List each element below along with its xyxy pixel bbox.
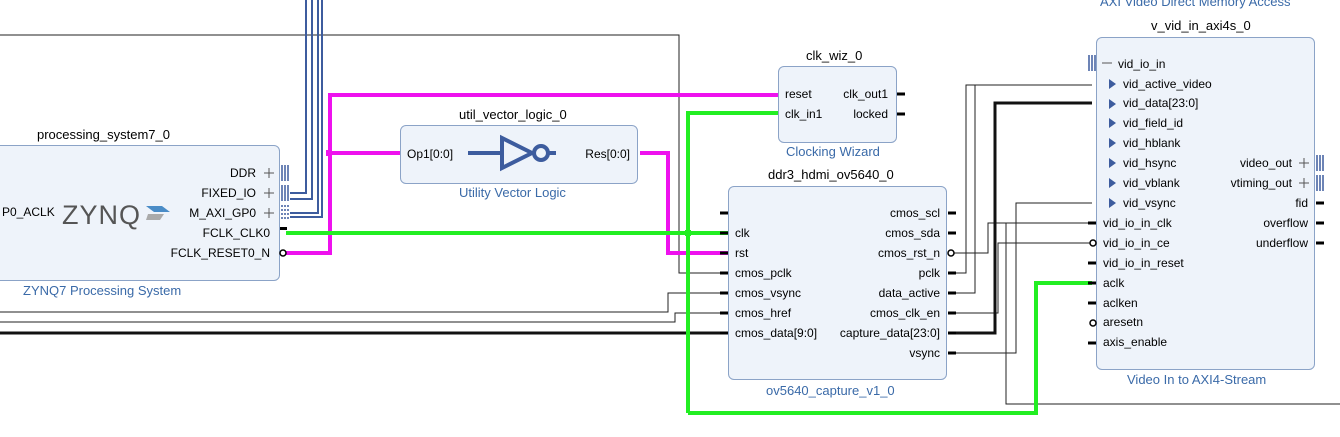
vidin-port-fid: fid: [1295, 196, 1308, 210]
bus-axi: [290, 0, 319, 214]
net-capture-data: [950, 101, 1092, 335]
clkwiz-instance-name: clk_wiz_0: [806, 48, 863, 63]
vidin-header-partial: AXI Video Direct Memory Access: [1100, 0, 1291, 9]
vidin-ip-name: Video In to AXI4-Stream: [1127, 372, 1267, 387]
vidin-instance-name: v_vid_in_axi4s_0: [1151, 18, 1251, 33]
net-util-to-rst: [640, 151, 728, 255]
vidin-left-pins: [1088, 221, 1097, 345]
vidin-port-vid-io-in: vid_io_in: [1118, 57, 1166, 71]
vidin-port-aresetn: aresetn: [1103, 315, 1144, 329]
expand-plus-icon[interactable]: [263, 166, 275, 226]
ov5640-instance-name: ddr3_hdmi_ov5640_0: [768, 167, 894, 182]
vidin-port-underflow: underflow: [1255, 236, 1308, 250]
vidin-sub-vid-field-id: vid_field_id: [1123, 116, 1184, 130]
ov5640-port-vsync: vsync: [909, 346, 940, 360]
ps7-port-ddr: DDR: [230, 166, 256, 180]
vidin-port-vtiming-out: vtiming_out: [1230, 176, 1292, 190]
vidin-port-vid-io-in-reset: vid_io_in_reset: [1103, 256, 1184, 270]
ov5640-port-data-active: data_active: [878, 286, 940, 300]
vidin-bus-icon[interactable]: [1087, 55, 1101, 73]
clkwiz-port-clk-in1: clk_in1: [785, 107, 823, 121]
ov5640-port-rst: rst: [735, 246, 749, 260]
ov5640-pins: [720, 211, 956, 355]
net-aclk: [688, 281, 1092, 415]
vidin-port-axis-enable: axis_enable: [1103, 335, 1168, 349]
vidin-port-aclken: aclken: [1103, 296, 1138, 310]
net-outline-top: [0, 34, 728, 274]
ov5640-block[interactable]: [728, 186, 947, 380]
ov5640-port-capture-data: capture_data[23:0]: [839, 326, 940, 340]
ps7-port-fclk-reset0-n: FCLK_RESET0_N: [170, 246, 270, 260]
ps7-instance-name: processing_system7_0: [37, 127, 170, 142]
util-port-op1: Op1[0:0]: [407, 147, 454, 161]
ps7-block[interactable]: [0, 145, 280, 281]
net-clk-to-wiz: [686, 111, 778, 413]
ps7-ip-name: ZYNQ7 Processing System: [23, 283, 182, 298]
inverted-port-icon: [279, 249, 287, 257]
clkwiz-port-reset: reset: [785, 87, 812, 101]
ov5640-port-clk: clk: [735, 226, 750, 240]
port-arrow-icon: [1109, 79, 1116, 208]
ov5640-port-cmos-vsync: cmos_vsync: [735, 286, 802, 300]
clkwiz-ip-name: Clocking Wizard: [786, 144, 880, 159]
net-fclk-reset: [286, 93, 778, 255]
vidin-block[interactable]: [1096, 37, 1315, 370]
ps7-port-m-axi-gp0: M_AXI_GP0: [189, 206, 256, 220]
ps7-port-fclk-clk0: FCLK_CLK0: [202, 226, 270, 240]
clkwiz-port-locked: locked: [853, 107, 888, 121]
ps7-pin-clk: [280, 227, 287, 230]
net-cmos-href: [0, 312, 728, 323]
net-clk-en-to-ce: [950, 242, 1092, 314]
ov5640-port-cmos-pclk: cmos_pclk: [735, 266, 792, 280]
net-cmos-vsync: [0, 292, 728, 313]
ps7-port-partial: P0_ACLK: [2, 205, 55, 219]
vidin-sub-vid-active-video: vid_active_video: [1123, 77, 1212, 91]
net-pclk-to-vidclk: [950, 84, 1092, 274]
net-bottom-right: [1005, 223, 1340, 405]
inverter-gate-icon: [468, 134, 556, 172]
ov5640-port-cmos-href: cmos_href: [735, 306, 792, 320]
clkwiz-pins: [897, 92, 905, 116]
util-port-res: Res[0:0]: [585, 147, 630, 161]
vidin-sub-vid-hblank: vid_hblank: [1123, 136, 1181, 150]
bus-interface-icon[interactable]: [280, 165, 290, 221]
ov5640-port-cmos-rst-n: cmos_rst_n: [877, 246, 940, 260]
util-instance-name: util_vector_logic_0: [459, 107, 567, 122]
vidin-sub-vid-vsync: vid_vsync: [1123, 196, 1176, 210]
vidin-sub-vid-hsync: vid_hsync: [1123, 156, 1177, 170]
bus-axi-2: [290, 0, 323, 218]
clkwiz-block[interactable]: [778, 66, 897, 143]
collapse-minus-icon[interactable]: [1102, 60, 1112, 66]
ov5640-port-cmos-sda: cmos_sda: [885, 226, 940, 240]
clkwiz-port-clk-out1: clk_out1: [843, 87, 888, 101]
ps7-port-fixed-io: FIXED_IO: [201, 186, 256, 200]
vidin-sub-vid-vblank: vid_vblank: [1123, 176, 1180, 190]
net-data-active: [950, 85, 976, 294]
vidin-port-vid-io-in-ce: vid_io_in_ce: [1103, 236, 1170, 250]
ov5640-ip-name: ov5640_capture_v1_0: [766, 383, 895, 398]
ov5640-port-pclk: pclk: [918, 266, 940, 280]
net-vsync-to-vid: [950, 202, 1092, 354]
vidin-port-video-out: video_out: [1239, 156, 1292, 170]
net-rst-n: [950, 222, 1092, 254]
ov5640-port-cmos-data: cmos_data[9:0]: [735, 326, 818, 340]
vidin-port-overflow: overflow: [1263, 216, 1308, 230]
bus-ddr: [290, 0, 307, 194]
vidin-right-pins[interactable]: [1298, 152, 1328, 252]
vidin-port-vid-io-in-clk: vid_io_in_clk: [1103, 216, 1172, 230]
zynq-logo-icon: ZYNQ: [62, 200, 170, 231]
bus-ddr-2: [290, 0, 313, 200]
ov5640-port-cmos-scl: cmos_scl: [889, 206, 940, 220]
ov5640-port-cmos-clk-en: cmos_clk_en: [869, 306, 940, 320]
util-ip-name: Utility Vector Logic: [459, 185, 566, 200]
vidin-port-aclk: aclk: [1103, 276, 1125, 290]
vidin-sub-vid-data: vid_data[23:0]: [1123, 96, 1199, 110]
